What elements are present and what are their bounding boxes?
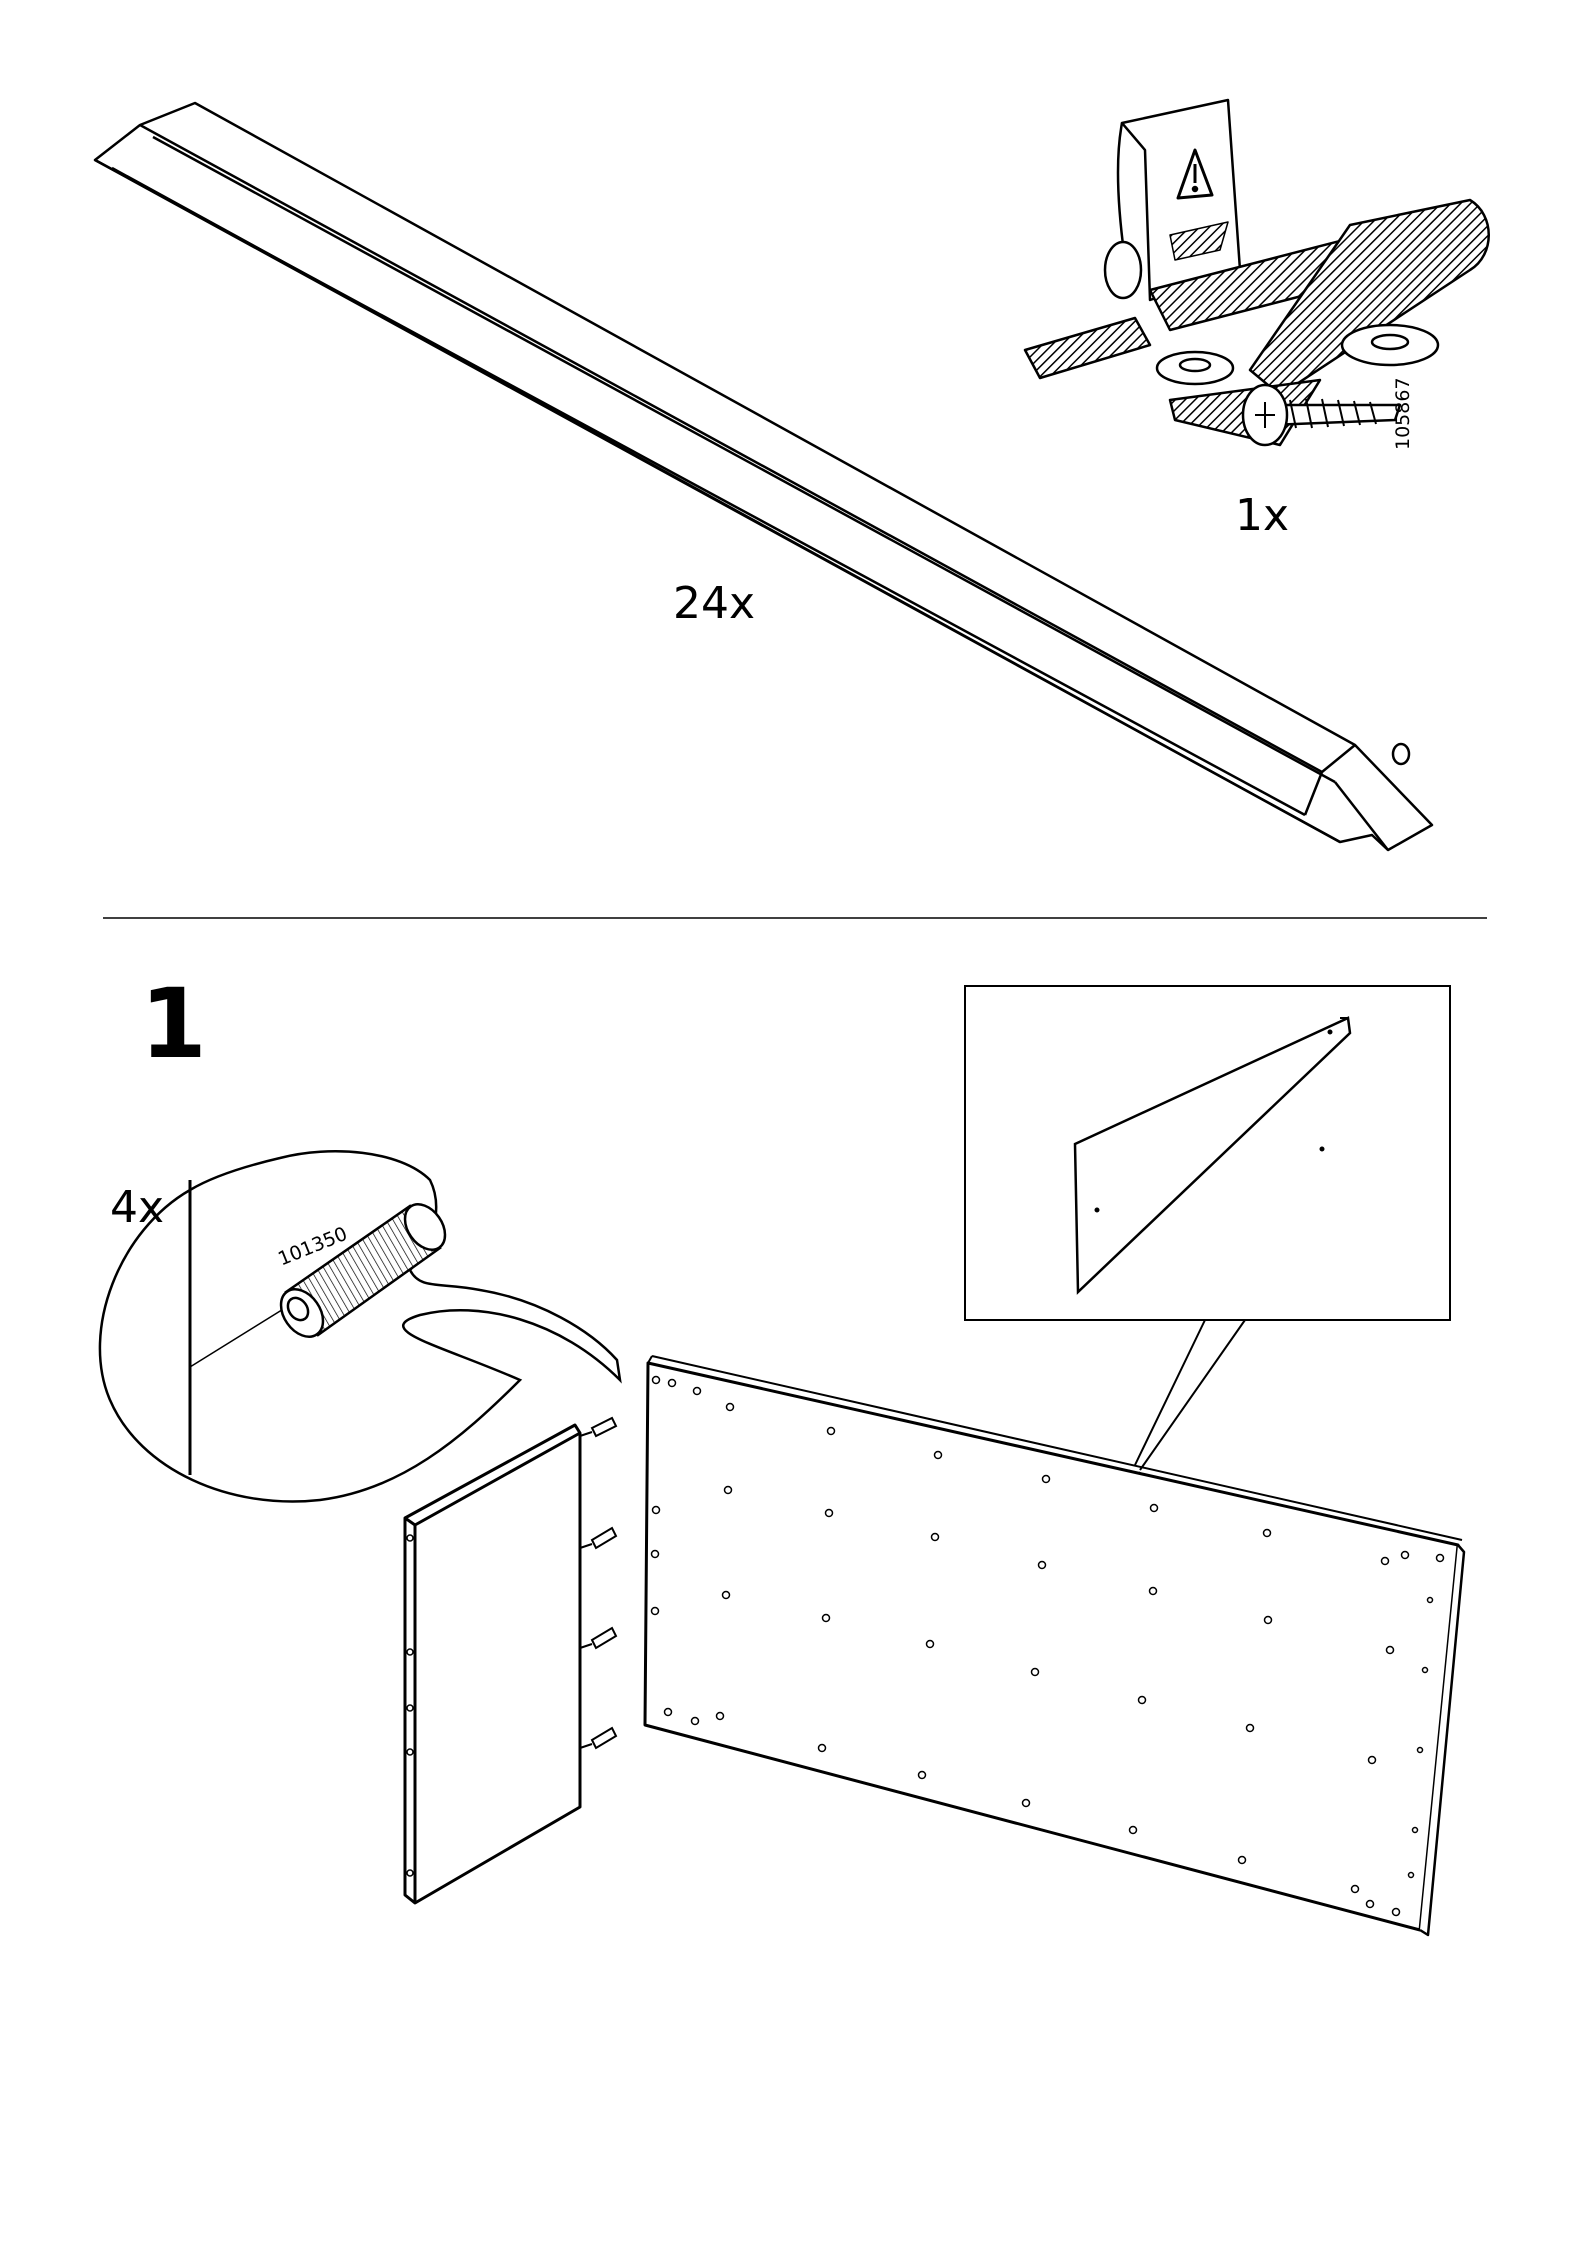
safety-kit-quantity: 1x [1235, 490, 1289, 541]
slat-quantity: 24x [673, 578, 755, 629]
step-number: 1 [140, 968, 207, 1080]
dowels [580, 1418, 616, 1748]
side-panel [405, 1425, 580, 1903]
safety-kit-part-number: 105867 [1392, 377, 1414, 450]
dowel-quantity: 4x [110, 1182, 164, 1233]
safety-kit-drawing [1025, 100, 1489, 445]
main-panel [645, 1356, 1464, 1935]
